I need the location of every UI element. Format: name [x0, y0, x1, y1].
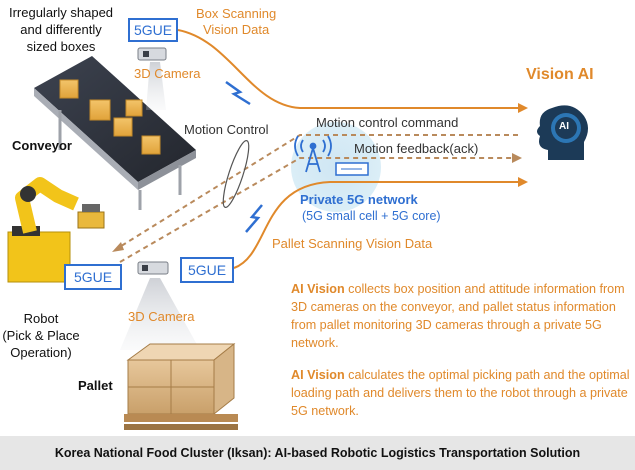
lightning-bottom-icon: [245, 204, 263, 233]
box-scan-arrow: [177, 29, 518, 109]
ai-icon-text: AI: [559, 121, 569, 132]
motion-command-label: Motion control command: [316, 115, 459, 130]
vision-ai-label: Vision AI: [526, 66, 594, 83]
para2-lead: AI Vision: [291, 368, 345, 382]
conveyor-boxes: [59, 79, 161, 155]
camera-bottom-label: 3D Camera: [128, 309, 195, 324]
robot-illustration: [7, 177, 105, 283]
core-device-icon: [335, 162, 369, 176]
ai-head-icon: [537, 105, 588, 160]
para1-text: collects box position and attitude infor…: [291, 282, 625, 350]
lightning-top-icon: [225, 80, 251, 106]
pallet-scan-arrowhead: [518, 177, 528, 187]
conveyor-label: Conveyor: [12, 138, 72, 153]
footer-caption: Korea National Food Cluster (Iksan): AI-…: [0, 436, 635, 470]
ue-pallet-box: 5GUE: [180, 257, 234, 283]
box-scan-arrowhead: [518, 103, 528, 113]
pallet-label: Pallet: [78, 378, 113, 393]
top-camera-icon: [137, 47, 167, 61]
top-camera-beam: [146, 62, 166, 110]
motion-control-label: Motion Control: [184, 122, 269, 137]
motion-feedback-arrowhead: [512, 153, 522, 163]
network-title: Private 5G network: [300, 192, 418, 207]
camera-top-label: 3D Camera: [134, 66, 201, 81]
pallet-scan-arrow: [233, 181, 518, 269]
box-scan-label: Box Scanning Vision Data: [196, 6, 277, 37]
motion-feedback-label: Motion feedback(ack): [354, 141, 479, 156]
bottom-camera-icon: [137, 261, 169, 275]
pallet-illustration: [124, 342, 238, 430]
para2-text: calculates the optimal picking path and …: [291, 368, 630, 418]
motion-command-arrow: [117, 134, 518, 249]
ue-robot-box: 5GUE: [64, 264, 122, 290]
description-paragraph-2: AI Vision calculates the optimal picking…: [291, 366, 631, 420]
robot-label: Robot (Pick & Place Operation): [2, 311, 80, 360]
description-paragraph-1: AI Vision collects box position and atti…: [291, 280, 631, 352]
pallet-scan-label: Pallet Scanning Vision Data: [272, 236, 433, 251]
motion-command-arrowhead: [112, 242, 124, 252]
motion-control-ellipse: [222, 140, 250, 208]
network-subtitle: (5G small cell + 5G core): [302, 209, 441, 223]
para1-lead: AI Vision: [291, 282, 345, 296]
motion-feedback-arrow: [119, 157, 512, 263]
ue-top-box: 5GUE: [128, 18, 178, 42]
bottom-camera-beam: [120, 278, 200, 350]
boxes-label: Irregularly shaped and differently sized…: [8, 5, 114, 54]
antenna-tower-icon: [294, 135, 332, 173]
